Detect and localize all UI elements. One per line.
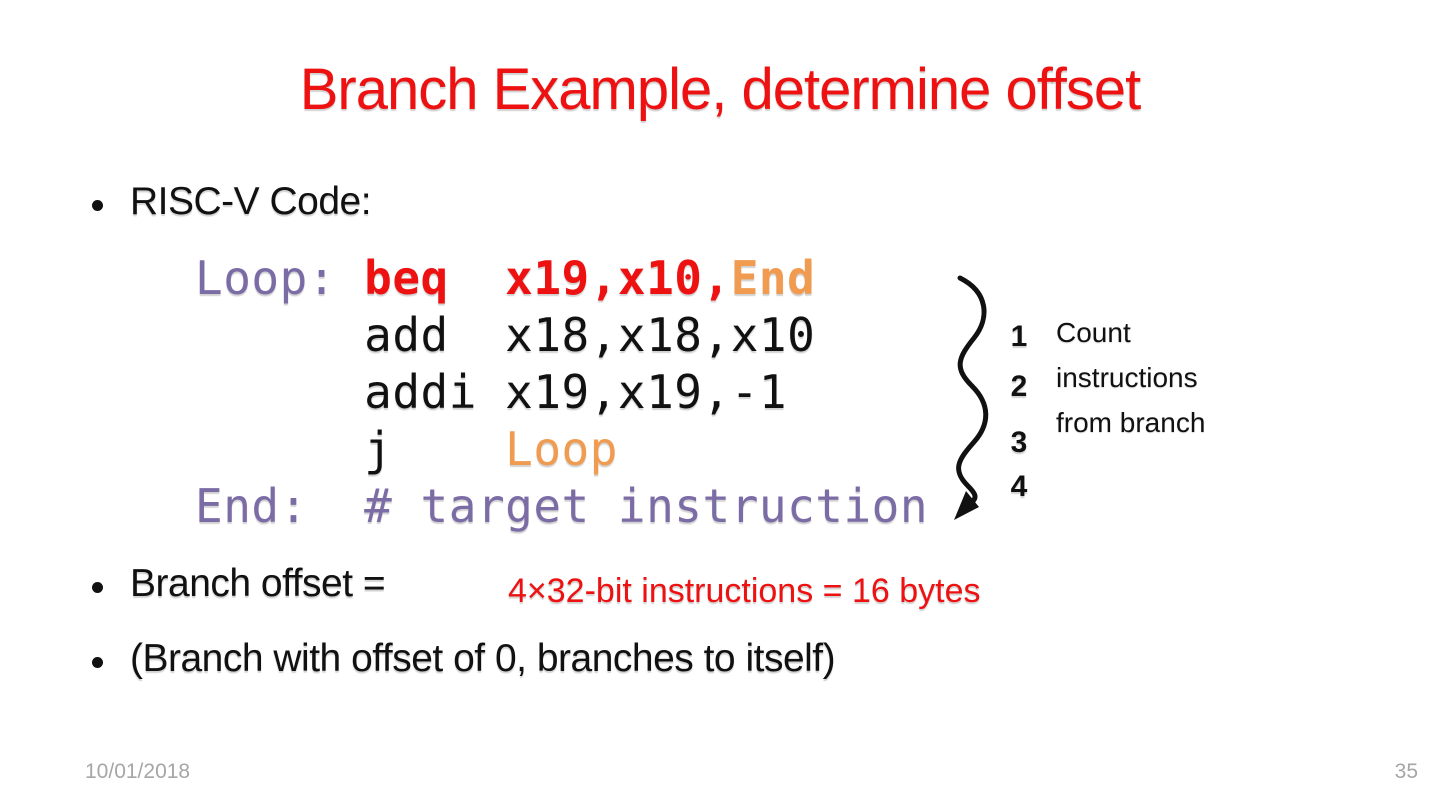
code-instr-add: add x18,x18,x10 — [195, 308, 816, 362]
code-line-add: add x18,x18,x10 — [195, 307, 928, 364]
bullet-dot-icon — [92, 582, 103, 593]
count-number-2: 2 — [1010, 370, 1028, 403]
code-instr-beq: beq x19,x10, — [364, 251, 731, 305]
footer-date: 10/01/2018 — [85, 760, 191, 783]
slide-title: Branch Example, determine offset — [299, 57, 1142, 122]
code-label-loop: Loop: — [195, 251, 365, 305]
footer-page-number: 35 — [1394, 760, 1418, 783]
count-number-3: 3 — [1010, 426, 1028, 459]
bullet-branch-offset: Branch offset = — [130, 562, 386, 605]
bullet-dot-icon — [92, 657, 103, 668]
code-instr-j: j — [195, 422, 506, 476]
code-label-end: End: # target instruction — [195, 479, 929, 533]
count-arrow-icon — [954, 275, 989, 520]
count-label-line-2: instructions — [1056, 362, 1198, 393]
count-number-4: 4 — [1010, 470, 1028, 503]
bullet-dot-icon — [92, 200, 103, 211]
code-line-beq: Loop: beq x19,x10,End — [195, 250, 928, 307]
count-label-line-3: from branch — [1056, 407, 1206, 438]
count-instructions-label: Count instructions from branch — [1056, 310, 1205, 445]
code-line-j: j Loop — [195, 421, 928, 478]
bullet-branch-note: (Branch with offset of 0, branches to it… — [130, 637, 836, 680]
count-number-1: 1 — [1010, 320, 1028, 353]
code-operand-loop: Loop — [505, 422, 618, 476]
code-block: Loop: beq x19,x10,End add x18,x18,x10 ad… — [195, 250, 928, 535]
bullet-riscv-code: RISC-V Code: — [130, 180, 372, 223]
code-operand-end: End — [730, 251, 816, 305]
count-label-line-1: Count — [1056, 317, 1131, 348]
code-line-addi: addi x19,x19,-1 — [195, 364, 928, 421]
code-instr-addi: addi x19,x19,-1 — [195, 365, 788, 419]
code-line-end: End: # target instruction — [195, 478, 928, 535]
branch-offset-value: 4×32-bit instructions = 16 bytes — [508, 572, 981, 610]
